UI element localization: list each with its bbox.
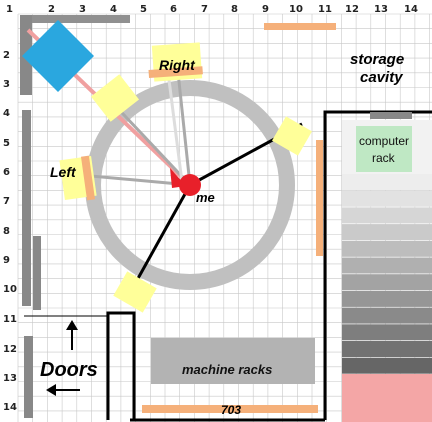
box-upper-left bbox=[90, 74, 140, 122]
storage-label-1: storage bbox=[350, 51, 404, 68]
right-orange-bar bbox=[316, 140, 323, 256]
rack-slot bbox=[342, 290, 432, 307]
computer-rack-label-2: rack bbox=[372, 151, 396, 165]
axis-top-3: 3 bbox=[79, 4, 86, 15]
axis-left-14: 14 bbox=[3, 402, 17, 413]
doors-label: Doors bbox=[40, 359, 98, 381]
rack-slot bbox=[342, 274, 432, 291]
axis-left-3: 3 bbox=[3, 79, 10, 90]
box-bottom bbox=[113, 271, 157, 313]
rack-slot bbox=[342, 224, 432, 241]
axis-top-13: 13 bbox=[374, 4, 388, 15]
dimension-label: 703 bbox=[221, 403, 241, 417]
door-post bbox=[106, 311, 136, 420]
machine-racks bbox=[151, 338, 315, 384]
left-wall-bottom bbox=[24, 336, 33, 418]
rack-slot bbox=[342, 307, 432, 324]
me-arrow bbox=[170, 168, 186, 188]
left-axis: 2 3 4 5 6 7 8 9 10 11 12 13 14 bbox=[3, 50, 17, 413]
dimension-bar bbox=[142, 405, 318, 413]
axis-left-4: 4 bbox=[3, 108, 10, 119]
axis-left-8: 8 bbox=[3, 226, 10, 237]
axis-top-11: 11 bbox=[318, 4, 332, 15]
box-left-bar bbox=[80, 155, 96, 201]
me-dot bbox=[179, 174, 201, 196]
axis-top-9: 9 bbox=[262, 4, 269, 15]
axis-top-5: 5 bbox=[140, 4, 147, 15]
axis-top-1: 1 bbox=[6, 4, 13, 15]
top-gray-bar bbox=[20, 15, 130, 23]
rack-slot bbox=[342, 341, 432, 357]
rack-slot bbox=[342, 357, 432, 374]
top-orange-bar bbox=[264, 23, 336, 30]
blue-diamond-icon bbox=[22, 20, 94, 92]
beam-from-right bbox=[176, 71, 192, 186]
up-arrow-icon bbox=[66, 320, 78, 350]
box-right-bar bbox=[148, 66, 203, 78]
rack-slot bbox=[342, 190, 432, 207]
rack-slot bbox=[342, 174, 432, 190]
left-wall-slot bbox=[33, 236, 41, 310]
axis-top-2: 2 bbox=[48, 4, 55, 15]
left-wall-middle bbox=[22, 110, 31, 306]
pink-block bbox=[342, 374, 432, 422]
axis-left-11: 11 bbox=[3, 314, 17, 325]
label-left: Left bbox=[50, 164, 77, 180]
computer-rack-label-1: computer bbox=[359, 134, 409, 148]
label-me: me bbox=[196, 190, 215, 205]
storage-label-2: cavity bbox=[360, 69, 403, 86]
top-axis: 1 2 3 4 5 6 7 8 9 10 11 12 13 14 bbox=[6, 4, 418, 15]
me-marker bbox=[170, 168, 201, 196]
axis-top-6: 6 bbox=[170, 4, 177, 15]
rack-slot bbox=[342, 240, 432, 257]
computer-rack bbox=[356, 126, 412, 172]
axis-left-10: 10 bbox=[3, 284, 17, 295]
rack-slot bbox=[342, 257, 432, 274]
axis-top-12: 12 bbox=[345, 4, 359, 15]
left-arrow-icon bbox=[46, 384, 80, 396]
rack-slot bbox=[342, 324, 432, 341]
machine-racks-label: machine racks bbox=[182, 362, 272, 377]
axis-top-4: 4 bbox=[110, 4, 117, 15]
storage-gray-bar bbox=[370, 112, 412, 119]
ring-boxes bbox=[59, 42, 312, 313]
axis-left-6: 6 bbox=[3, 167, 10, 178]
axis-top-14: 14 bbox=[404, 4, 418, 15]
label-right: Right bbox=[159, 57, 196, 73]
axis-left-2: 2 bbox=[3, 50, 10, 61]
axis-left-12: 12 bbox=[3, 344, 17, 355]
axis-top-10: 10 bbox=[289, 4, 303, 15]
axis-top-8: 8 bbox=[231, 4, 238, 15]
box-right-side bbox=[272, 116, 312, 156]
storage-rack-stack bbox=[342, 120, 432, 374]
rack-slot bbox=[342, 207, 432, 224]
axis-top-7: 7 bbox=[201, 4, 208, 15]
axis-left-7: 7 bbox=[3, 196, 10, 207]
axis-left-5: 5 bbox=[3, 138, 10, 149]
beam-from-right-faint bbox=[166, 71, 184, 183]
axis-left-13: 13 bbox=[3, 373, 17, 384]
axis-left-9: 9 bbox=[3, 255, 10, 266]
